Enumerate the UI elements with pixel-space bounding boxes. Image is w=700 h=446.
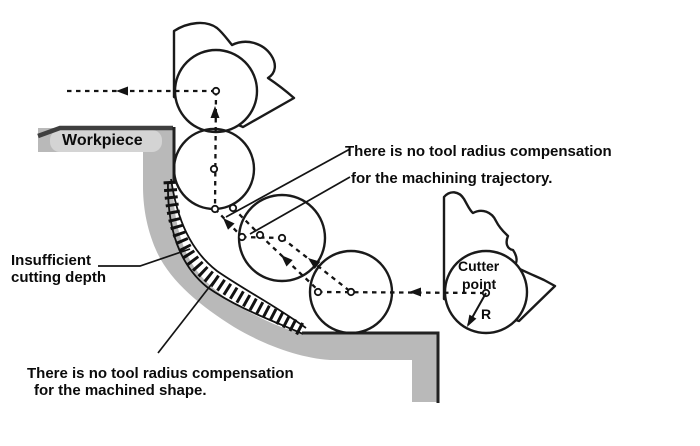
insufficient-depth-hatching [163, 178, 308, 337]
trajectory-note-line1: There is no tool radius compensation [345, 143, 612, 160]
cutter-point-line2: point [462, 276, 497, 292]
workpiece-body [37, 125, 438, 402]
insufficient-depth-line2: cutting depth [11, 269, 106, 286]
radius-indicator [467, 292, 487, 327]
shape-note-line2: for the machined shape. [34, 382, 207, 399]
trajectory-waypoints [209, 86, 491, 298]
shape-note-line1: There is no tool radius compensation [27, 365, 294, 382]
feed-direction-arrows [116, 86, 421, 297]
trajectory-note-line2: for the machining trajectory. [351, 170, 553, 187]
cutter-point-line1: Cutter [458, 258, 500, 274]
workpiece-label: Workpiece [62, 132, 143, 149]
insufficient-depth-line1: Insufficient [11, 252, 92, 269]
workpiece-label-bg [50, 130, 162, 152]
radius-label: R [481, 306, 492, 322]
leader-lines [98, 148, 351, 354]
